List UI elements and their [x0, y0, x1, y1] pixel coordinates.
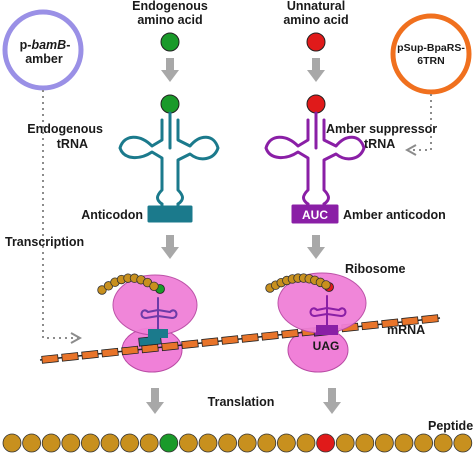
anticodon-auc: AUC — [302, 208, 328, 222]
unnatural-aa-label: Unnatural — [287, 0, 345, 13]
codon-uag-label: UAG — [313, 339, 340, 353]
mrna-codon-segment — [61, 352, 79, 362]
peptide-residue — [335, 433, 355, 453]
endogenous-trna-label-2: tRNA — [57, 137, 88, 151]
mrna-codon-segment — [361, 320, 379, 331]
peptide-residue — [159, 433, 179, 453]
down-arrow-icon — [307, 58, 325, 82]
plasmid-left-circle — [2, 9, 84, 91]
mrna-codon-segment — [41, 354, 59, 364]
peptide-bead — [321, 280, 331, 290]
mrna-codon-segment — [101, 347, 119, 358]
peptide-residue — [433, 433, 453, 453]
ribosome-right-trna — [309, 295, 347, 335]
transcription-path-icon — [42, 90, 80, 338]
peptide-residue — [218, 433, 238, 453]
mrna-codon-segment — [221, 335, 239, 345]
peptide-residue — [198, 433, 218, 453]
peptide-residue — [2, 433, 22, 453]
mrna-codon-segment — [161, 341, 179, 352]
peptide-residue — [257, 433, 277, 453]
peptide-bead — [149, 281, 159, 291]
mrna-codon-segment — [81, 349, 99, 360]
down-arrow-icon — [161, 58, 179, 82]
growing-peptide-right — [265, 273, 331, 293]
anticodon-label: Anticodon — [81, 208, 143, 222]
plasmid-left-label: p-bamB- — [20, 38, 71, 52]
peptide-label: Peptide — [428, 419, 473, 433]
plasmid-right-label: pSup-BpaRS- — [397, 42, 465, 54]
mrna-codon-segment — [421, 314, 439, 324]
peptide-residue — [120, 433, 140, 453]
peptide-residue — [237, 433, 257, 453]
peptide-residue — [355, 433, 375, 453]
translation-label: Translation — [208, 395, 275, 409]
mrna-codon-segment — [241, 333, 259, 343]
growing-peptide-left — [97, 273, 159, 295]
down-arrow-icon — [146, 388, 164, 414]
plasmid-right-label-2: 6TRN — [417, 55, 444, 67]
amber-anticodon-label: Amber anticodon — [343, 208, 446, 222]
endogenous-amino-acid — [160, 32, 180, 52]
peptide-residue — [374, 433, 394, 453]
mrna-codon-segment — [121, 345, 139, 356]
suppressor-trna — [264, 94, 366, 224]
peptide-residue — [100, 433, 120, 453]
plasmid-right-circle — [390, 13, 472, 95]
ribosome-left-trna — [140, 297, 178, 338]
peptide-residue — [178, 433, 198, 453]
transcription-label: Transcription — [5, 235, 84, 249]
peptide-residue — [41, 433, 61, 453]
down-arrow-icon — [323, 388, 341, 414]
peptide-bead — [97, 285, 107, 295]
unnatural-aa-label-2: amino acid — [283, 13, 348, 27]
peptide-chain — [2, 433, 473, 453]
peptide-residue — [316, 433, 336, 453]
peptide-residue — [139, 433, 159, 453]
peptide-residue — [22, 433, 42, 453]
mrna-codon-segment — [201, 337, 219, 347]
mrna-codon-segment — [381, 318, 399, 329]
endogenous-trna-label: Endogenous — [27, 122, 103, 136]
transcription-path-right-icon — [407, 94, 432, 150]
peptide-residue — [296, 433, 316, 453]
down-arrow-icon — [307, 235, 325, 259]
endogenous-aa-label: Endogenous — [132, 0, 208, 13]
unnatural-amino-acid — [306, 32, 326, 52]
peptide-residue — [81, 433, 100, 453]
endogenous-aa-label-2: amino acid — [137, 13, 202, 27]
plasmid-left-label-2: amber — [25, 52, 63, 66]
mrna-codon-segment — [401, 316, 419, 326]
endogenous-trna — [118, 94, 220, 223]
peptide-residue — [276, 433, 296, 453]
peptide-residue — [453, 433, 473, 453]
mrna-codon-segment — [181, 339, 199, 350]
peptide-residue — [61, 433, 81, 453]
suppressor-trna-label-2: tRNA — [364, 137, 395, 151]
suppressor-trna-label: Amber suppressor — [326, 122, 437, 136]
down-arrow-icon — [161, 235, 179, 259]
mrna-codon-segment — [281, 328, 299, 339]
mrna-strand — [39, 314, 441, 364]
mrna-label: mRNA — [387, 323, 425, 337]
peptide-residue — [414, 433, 434, 453]
mrna-codon-segment — [261, 331, 279, 341]
ribosome-label: Ribosome — [345, 262, 405, 276]
peptide-residue — [394, 433, 414, 453]
